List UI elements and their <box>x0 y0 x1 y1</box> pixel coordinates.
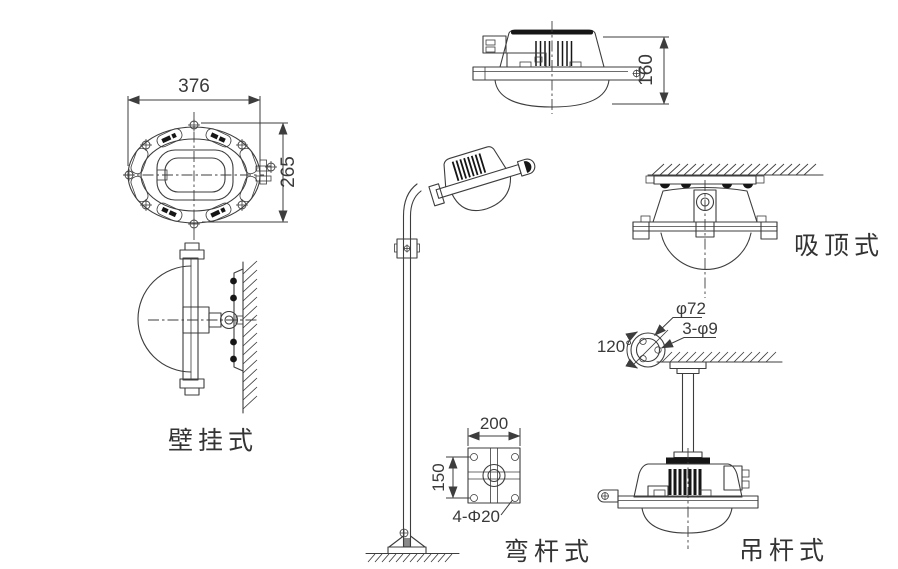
ceiling-hatch <box>661 351 777 363</box>
pole-junction-box <box>394 238 420 259</box>
glass-dome <box>641 507 733 534</box>
base-plate-detail: 200 150 4-Φ20 <box>429 414 521 526</box>
junction-box <box>482 35 507 54</box>
ceiling-mount-view: 吸顶式 <box>632 163 884 298</box>
bent-pole-label: 弯杆式 <box>504 538 594 566</box>
dim-text: 200 <box>480 414 508 433</box>
dim-text: 3-φ9 <box>682 319 718 338</box>
dim-front-width: 376 <box>127 76 261 166</box>
heatsink-fins <box>668 469 702 495</box>
bolt-icon <box>139 138 153 152</box>
dim-text: 160 <box>636 54 657 86</box>
pole <box>402 183 418 548</box>
front-view: 376 265 <box>122 76 299 241</box>
bolt-icon <box>235 138 249 152</box>
flange <box>472 66 641 81</box>
wall-mount-view: 壁挂式 <box>137 242 258 455</box>
lamp-body <box>652 186 758 223</box>
bolt-icon <box>122 168 136 182</box>
rim-badge <box>161 132 226 218</box>
ground-hatch <box>367 553 453 563</box>
dim-text: 265 <box>278 156 299 188</box>
glass-dome <box>137 265 192 373</box>
dim-text: φ72 <box>676 299 706 318</box>
ceiling-mount-label: 吸顶式 <box>794 232 884 260</box>
flange <box>597 489 759 509</box>
rim-lobes <box>130 128 258 222</box>
dim-flange-holes: 3-φ9 <box>661 319 718 349</box>
wall-hatch <box>242 260 258 410</box>
latch <box>255 159 278 185</box>
dim-flange-diameter: φ72 <box>654 299 706 336</box>
pendant-label: 吊杆式 <box>739 537 829 565</box>
dim-front-height: 265 <box>201 122 299 223</box>
plate-holes-label: 4-Φ20 <box>452 507 500 526</box>
junction-box <box>723 465 743 491</box>
dim-text: 376 <box>178 76 210 97</box>
wall-mount-label: 壁挂式 <box>168 427 258 455</box>
bolt-icon <box>187 118 201 132</box>
bolt-icon <box>632 69 641 78</box>
latch <box>597 489 619 503</box>
pole-base <box>387 528 427 555</box>
dim-text: 150 <box>429 463 448 491</box>
glass-dome <box>451 175 512 212</box>
dim-text: 120° <box>597 337 632 356</box>
leader-line <box>500 499 513 516</box>
dim-flange-angle: 120° <box>597 331 638 369</box>
mount-plate <box>179 242 205 396</box>
top-seal <box>511 30 593 35</box>
lamp-head <box>428 146 536 212</box>
pendant-view: φ72 3-φ9 120° <box>597 299 829 565</box>
lamp-body <box>633 463 750 498</box>
heatsink-fins <box>451 153 487 182</box>
dim-plate-width: 200 <box>467 414 521 446</box>
flange-detail: φ72 3-φ9 120° <box>597 299 718 369</box>
dim-side-height: 160 <box>603 36 669 105</box>
bolt-icon <box>187 217 201 231</box>
flange-end-tab <box>627 66 646 81</box>
side-view: 160 <box>472 21 669 114</box>
dim-plate-holes-spacing: 150 <box>429 456 470 499</box>
ceiling-hatch <box>651 163 817 176</box>
glass-dome <box>660 232 752 270</box>
bent-pole-view: 200 150 4-Φ20 弯杆式 <box>365 146 594 566</box>
bolt-icon <box>139 198 153 212</box>
bolt-icon <box>235 198 249 212</box>
